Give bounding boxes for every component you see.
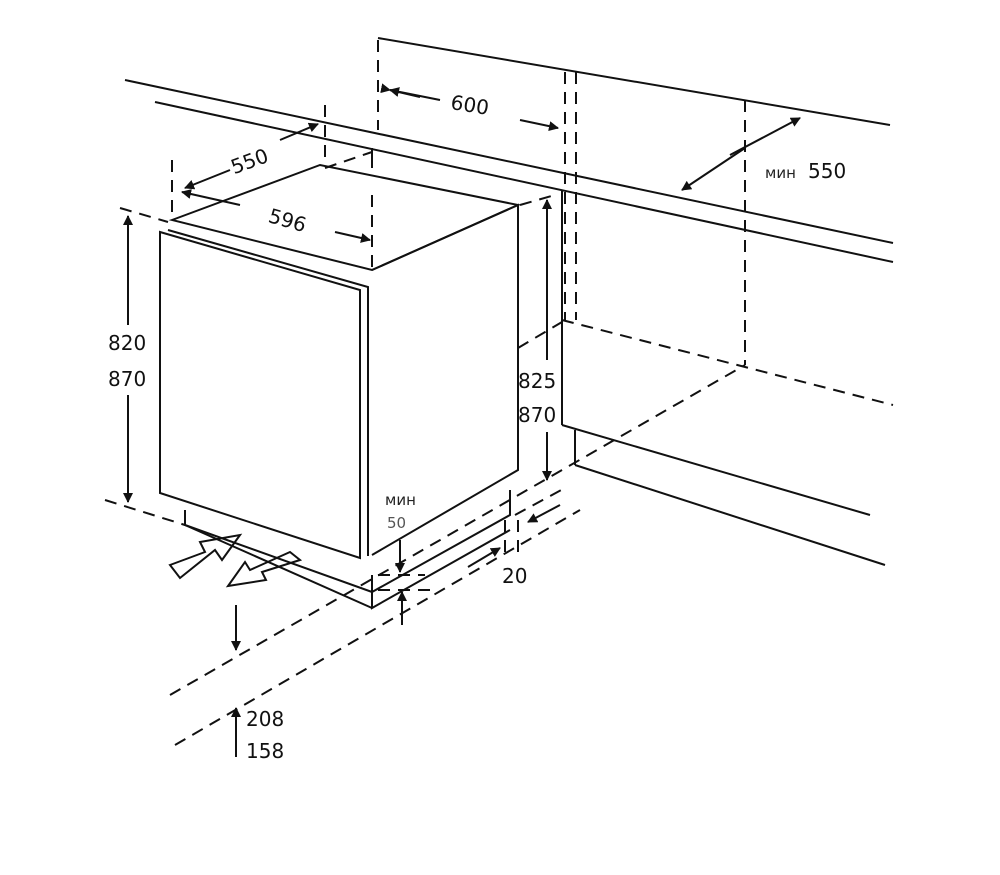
niche-height-1: 825 [518,369,556,393]
vent-gap-prefix: мин [385,491,416,509]
niche-guides [119,40,746,365]
appliance-depth-label: 550 [227,143,271,179]
appliance [159,163,522,610]
airflow-arrows [168,533,303,588]
vent-gap-label: 50 [387,514,406,532]
adjacent-cabinet [371,148,894,566]
niche-width-label: 600 [449,90,490,120]
dimension-arrows [123,83,801,757]
plinth-height-2: 158 [246,739,284,763]
appliance-width-label: 596 [266,203,309,237]
niche-depth-prefix: мин [765,164,796,182]
niche-height-2: 870 [518,403,556,427]
floor-guides [104,364,746,746]
worktop [124,37,894,263]
niche-depth-label: 550 [808,159,846,183]
rear-gap-label: 20 [502,564,527,588]
appliance-height-2: 870 [108,367,146,391]
plinth-height-1: 208 [246,707,284,731]
appliance-height-1: 820 [108,331,146,355]
